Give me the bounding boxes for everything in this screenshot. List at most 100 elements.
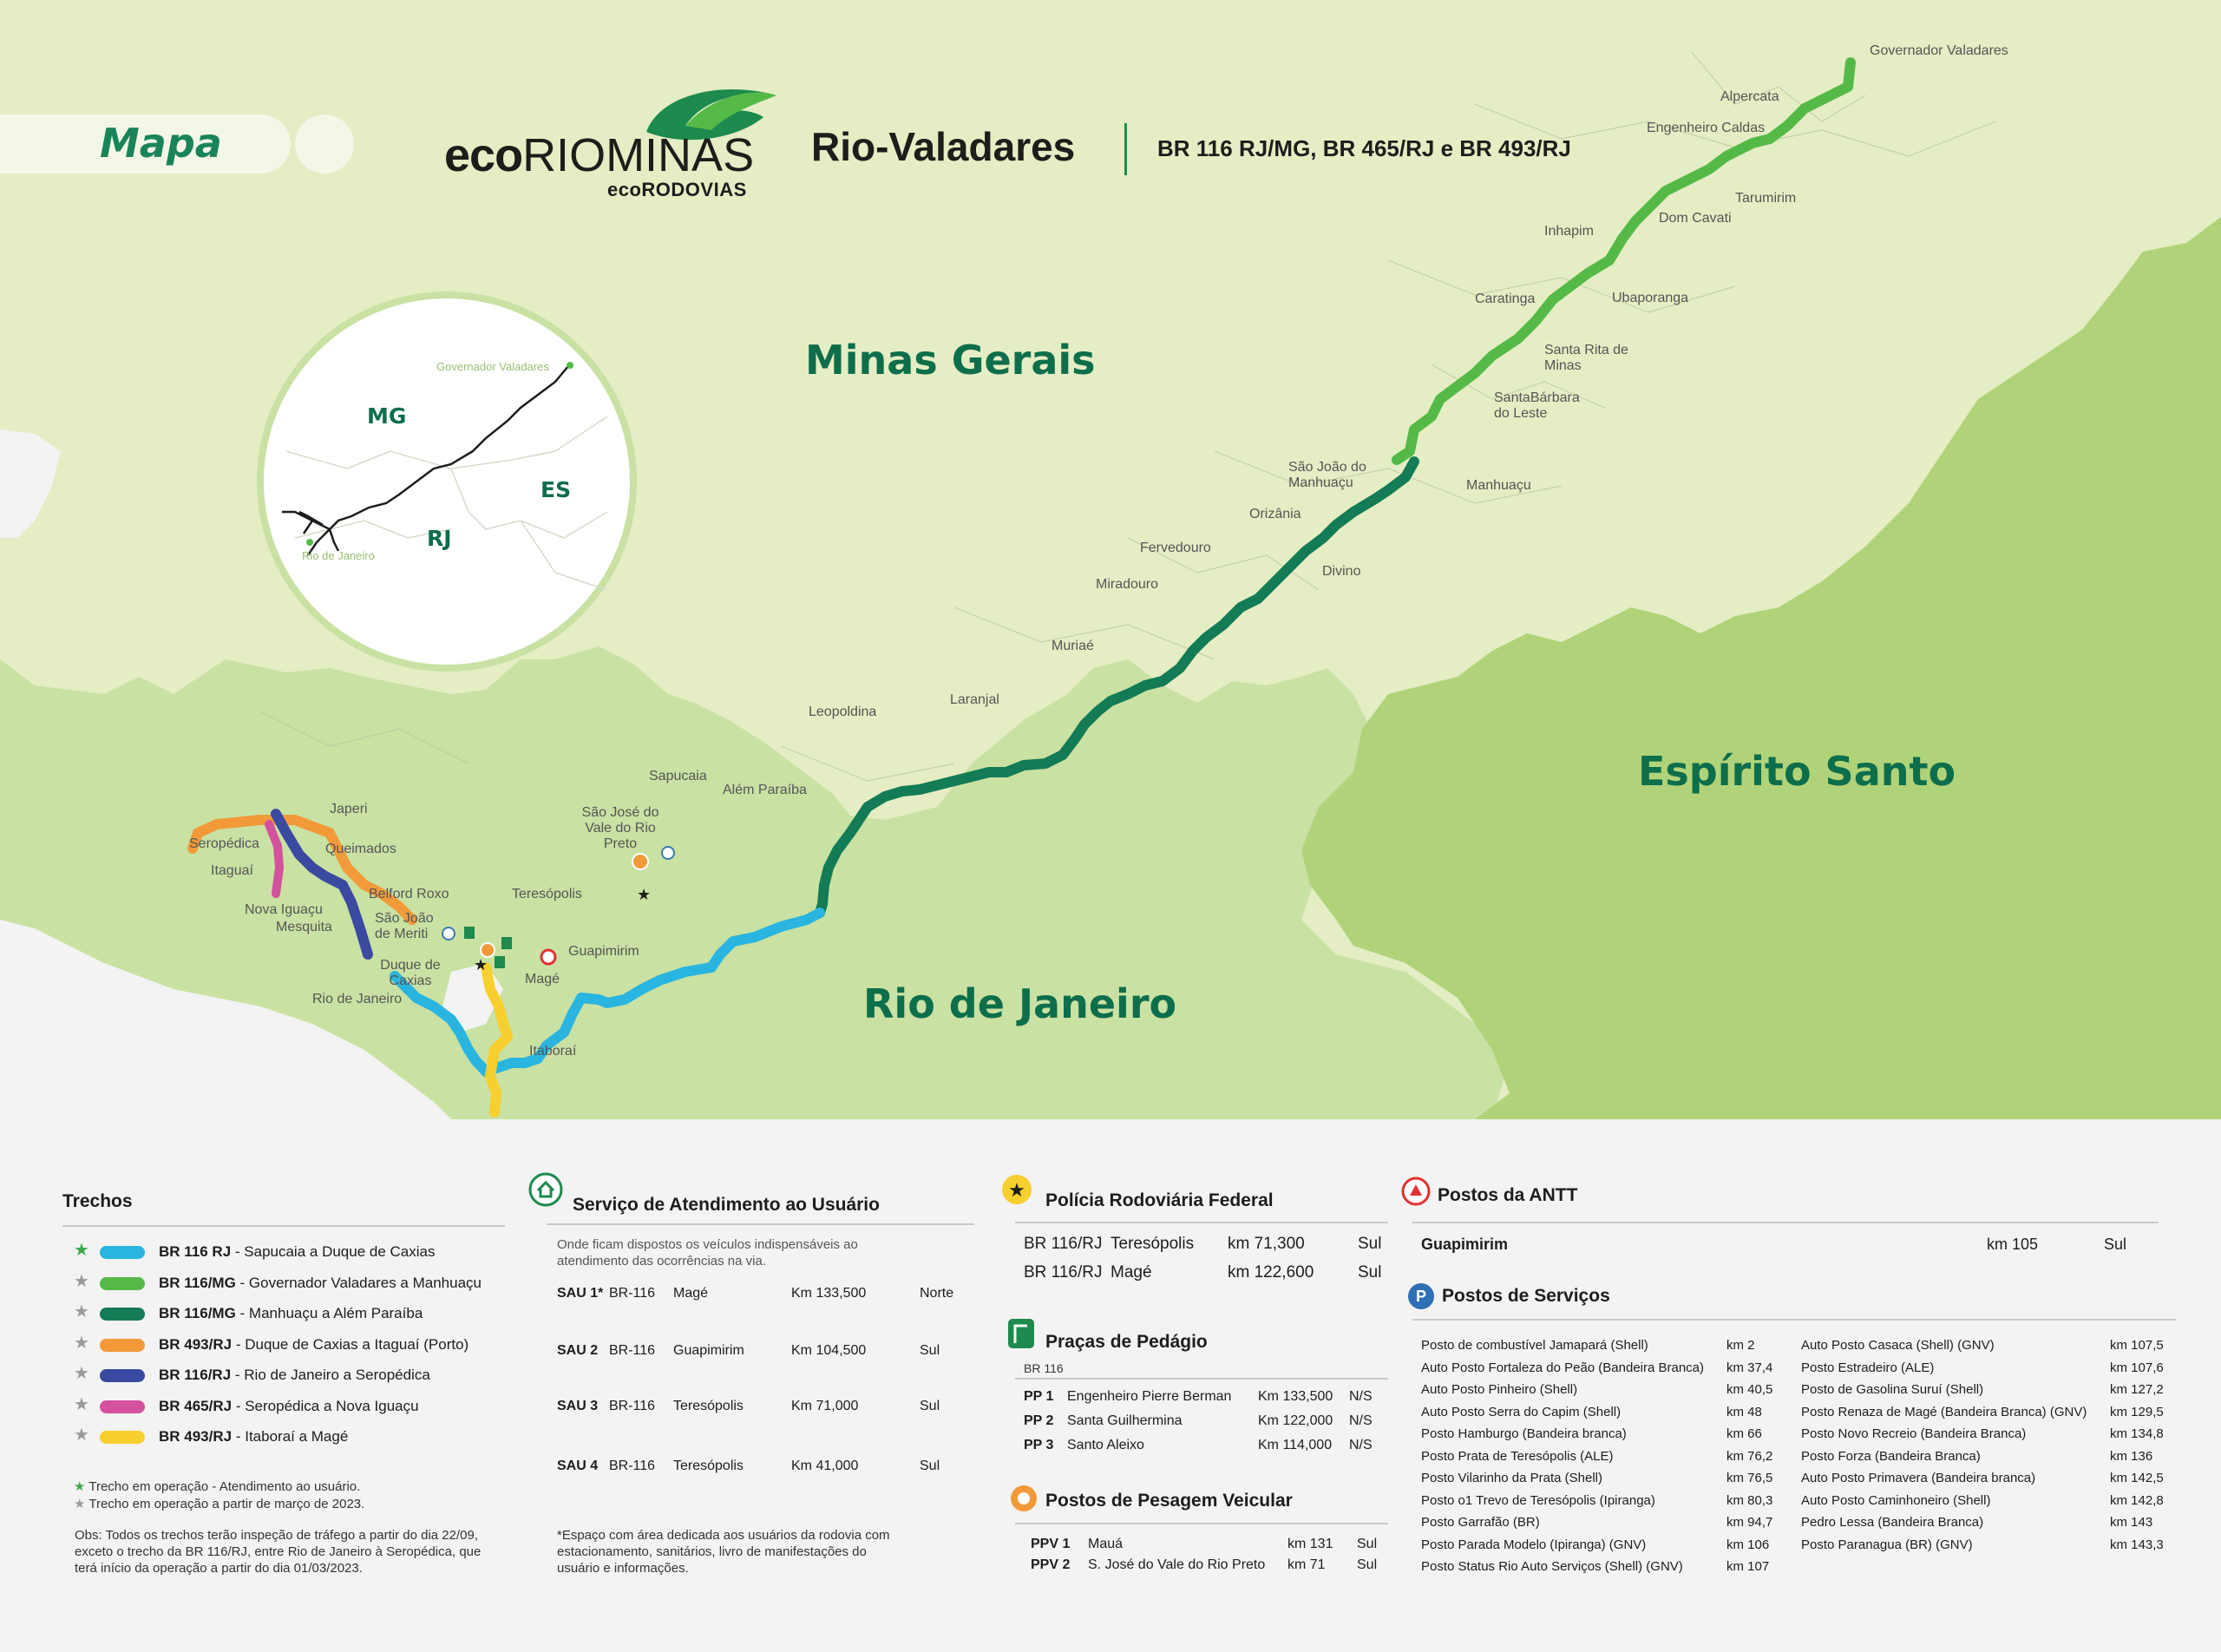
servico-name: Posto o1 Trevo de Teresópolis (Ipiranga) [1421,1492,1655,1508]
pedagio-km: Km 114,000 [1258,1438,1333,1452]
servico-name: Auto Posto Fortaleza do Peão (Bandeira B… [1421,1360,1705,1375]
trechos-title: Trechos [62,1191,133,1211]
trecho-item: BR 116 RJ - Sapucaia a Duque de Caxias [159,1243,435,1261]
city-inhapim: Inhapim [1544,224,1594,239]
prf-km: km 122,600 [1228,1263,1314,1282]
sau-km: Km 41,000 [791,1459,859,1473]
servico-name: Posto Garrafão (BR) [1421,1515,1540,1530]
note-gray: ★ Trecho em operação a partir de março d… [74,1496,364,1512]
route-color-swatch [100,1400,145,1413]
servico-km: km 48 [1726,1404,1762,1419]
city-teresopolis: Teresópolis [512,887,582,901]
trecho-item: BR 493/RJ - Itaboraí a Magé [159,1428,348,1446]
trecho-desc: - Sapucaia a Duque de Caxias [231,1243,436,1260]
city-itaborai: Itaboraí [529,1044,577,1059]
city-nova-iguacu: Nova Iguaçu [245,902,323,917]
logo-ecorodovias: ecoRODOVIAS [607,179,747,200]
city-itaguai: Itaguaí [211,863,253,878]
pedagio-dir: N/S [1349,1438,1373,1452]
inset-label-es: ES [541,477,572,502]
city-manhuacu: Manhuaçu [1466,478,1531,493]
divider [547,1223,974,1225]
route-br116-mg-south [815,456,1419,918]
route-br493-yellow [481,962,513,1118]
city-santa-barbara: SantaBárbara do Leste [1494,390,1580,421]
svg-text:★: ★ [1008,1180,1025,1202]
toll-icon [1008,1319,1034,1348]
route-color-swatch [100,1276,145,1290]
servico-km: km 76,2 [1726,1448,1773,1464]
trecho-road: BR 116/MG [159,1274,236,1291]
antt-icon [1401,1177,1431,1206]
ocean [0,920,451,1119]
city-dom-cavati: Dom Cavati [1659,211,1732,226]
trecho-desc: - Governador Valadares a Manhuaçu [235,1274,482,1291]
servico-km: km 107 [1726,1559,1770,1574]
pedagio-title: Praças de Pedágio [1045,1332,1208,1352]
gray-star-icon: ★ [74,1302,89,1321]
prf-city: Magé [1110,1263,1152,1282]
weigh-station-marker [480,942,495,958]
region-label-mg: Minas Gerais [805,337,1096,384]
trecho-desc: - Rio de Janeiro a Seropédica [231,1367,430,1383]
weigh-station-marker [632,853,649,870]
city-leopoldina: Leopoldina [809,705,877,719]
prf-road: BR 116/RJ [1024,1263,1103,1282]
route-color-swatch [100,1308,145,1321]
trecho-desc: - Manhuaçu a Além Paraíba [235,1305,423,1321]
pedagio-name: Santa Guilhermina [1067,1413,1183,1428]
prf-road: BR 116/RJ [1024,1235,1103,1253]
pedagio-km: Km 133,500 [1258,1389,1333,1404]
city-fervedouro: Fervedouro [1140,541,1211,555]
logo-brand: ecoRIOMINAS [444,128,754,182]
servico-name: Auto Posto Casaca (Shell) (GNV) [1801,1338,1995,1353]
sau-km: Km 104,500 [791,1343,867,1358]
pesagem-title: Postos de Pesagem Veicular [1045,1491,1293,1511]
antt-row-name: Guapimirim [1421,1236,1509,1253]
gray-star-icon: ★ [74,1364,89,1383]
servicos-title: Postos de Serviços [1442,1286,1610,1306]
city-ubaporanga: Ubaporanga [1612,291,1689,305]
servico-name: Auto Posto Caminhoneiro (Shell) [1801,1492,1991,1508]
sau-road: BR-116 [609,1343,656,1358]
city-sapucaia: Sapucaia [649,769,707,783]
note-green: ★ Trecho em operação - Atendimento ao us… [74,1478,360,1495]
pedagio-code: PP 3 [1024,1438,1054,1452]
servico-name: Posto Prata de Teresópolis (ALE) [1421,1448,1614,1464]
sau-dir: Sul [920,1399,940,1413]
pesagem-name: S. José do Vale do Rio Preto [1088,1557,1266,1572]
sau-city: Teresópolis [673,1399,744,1413]
logo-riominas: RIOMINAS [522,129,755,181]
city-duque-caxias: Duque de Caxias [380,958,441,988]
city-mage: Magé [525,972,560,987]
trecho-desc: - Itaboraí a Magé [232,1428,349,1445]
tab-pill [0,115,291,174]
obs-line: Obs: Todos os trechos terão inspeção de … [75,1528,479,1543]
city-santa-rita: Santa Rita de Minas [1544,343,1628,373]
page-title: Rio-Valadares [811,124,1076,169]
pesagem-code: PPV 1 [1031,1537,1071,1551]
service-marker [442,927,455,941]
servico-name: Posto Paranagua (BR) (GNV) [1801,1537,1973,1552]
servico-km: km 142,8 [2110,1492,2164,1508]
logo-leaf-icon [646,89,776,141]
servico-km: km 136 [2110,1448,2153,1464]
page-subtitle: BR 116 RJ/MG, BR 465/RJ e BR 493/RJ [1157,135,1571,161]
page-tab-title: Mapa [100,120,222,167]
servico-name: Auto Posto Primavera (Bandeira branca) [1801,1471,2036,1485]
servico-name: Posto Novo Recreio (Bandeira Branca) [1801,1426,2027,1441]
outside-west [0,429,61,538]
sau-km: Km 71,000 [791,1399,859,1413]
region-label-es: Espírito Santo [1638,748,1956,795]
obs-line: terá início da operação a partir do dia … [75,1561,363,1576]
sau-footnote-line: estacionamento, sanitários, livro de man… [557,1544,867,1559]
map: ★ ★ MG ES RJ Governador Valadares Rio de… [0,0,2221,1119]
house-icon [528,1172,563,1207]
prf-dir: Sul [1358,1263,1382,1282]
toll-marker [464,927,475,939]
pesagem-name: Mauá [1088,1537,1124,1551]
map-canvas: ★ ★ [0,0,2221,1119]
divider [1412,1319,2176,1321]
city-belford-roxo: Belford Roxo [369,887,449,901]
route-br465-pink [265,820,284,898]
